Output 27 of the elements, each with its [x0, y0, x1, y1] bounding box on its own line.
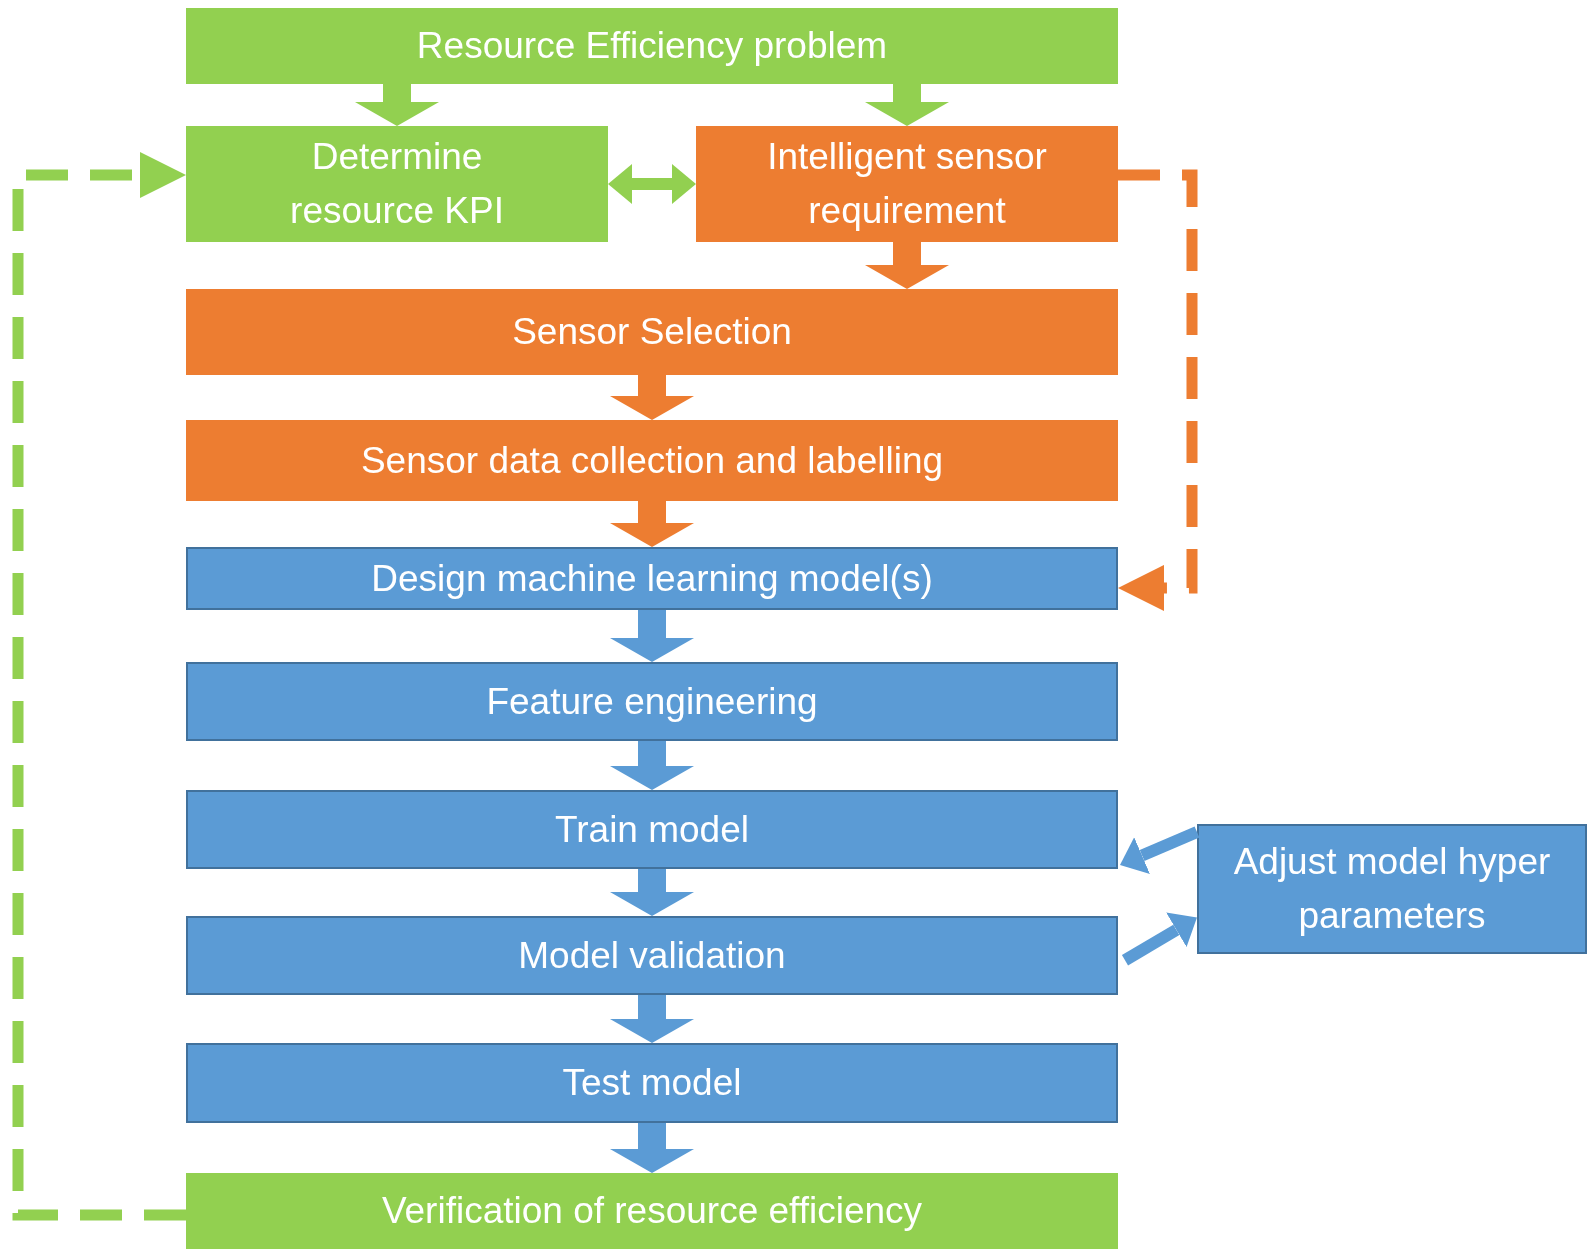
arrow [865, 242, 949, 289]
process-box: Verification of resource efficiency [186, 1173, 1118, 1249]
arrow [610, 501, 694, 547]
process-box: Resource Efficiency problem [186, 8, 1118, 84]
arrow [1118, 169, 1198, 611]
arrow [12, 152, 186, 1221]
arrow [608, 164, 696, 204]
process-box: Sensor data collection and labelling [186, 420, 1118, 501]
process-box: Design machine learning model(s) [186, 547, 1118, 610]
arrow [610, 741, 694, 790]
arrow [610, 610, 694, 662]
arrow [610, 869, 694, 916]
process-box: Model validation [186, 916, 1118, 995]
process-box: Intelligent sensor requirement [696, 126, 1118, 242]
process-box: Train model [186, 790, 1118, 869]
arrow [1121, 912, 1197, 966]
process-box: Test model [186, 1043, 1118, 1123]
arrow [865, 84, 949, 126]
process-box: Feature engineering [186, 662, 1118, 741]
process-box: Determine resource KPI [186, 126, 608, 242]
arrow [1120, 826, 1200, 874]
arrow [610, 375, 694, 420]
arrow [610, 1123, 694, 1173]
arrow [610, 995, 694, 1043]
process-box: Sensor Selection [186, 289, 1118, 375]
process-box: Adjust model hyper parameters [1197, 824, 1587, 954]
arrow [355, 84, 439, 126]
